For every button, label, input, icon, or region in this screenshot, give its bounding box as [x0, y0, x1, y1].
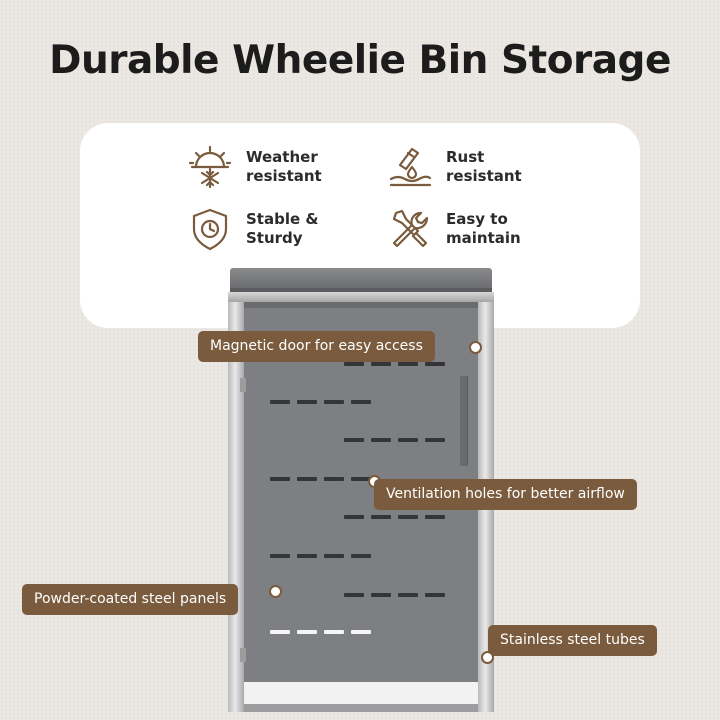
vent-slot-row [270, 554, 378, 558]
hinge [240, 378, 246, 392]
feature-rust-resistant: Rust resistant [388, 145, 556, 189]
bin-lid [230, 268, 492, 288]
bin-lid-edge [230, 288, 492, 292]
vent-slot-row [344, 362, 452, 366]
callout-dot-panels [269, 585, 282, 598]
rust-drop-icon [389, 147, 432, 187]
vent-slot-row [344, 438, 452, 442]
vent-slot-row [270, 630, 378, 634]
hinge [240, 648, 246, 662]
vent-slot-row [270, 400, 378, 404]
door-handle [460, 376, 468, 466]
door-panel-shadow [244, 302, 478, 308]
page-title: Durable Wheelie Bin Storage [49, 38, 671, 83]
sun-snowflake-icon [188, 145, 232, 189]
wrench-screwdriver-icon [392, 209, 429, 248]
vent-slot-row [344, 515, 452, 519]
feature-weather-resistant: Weather resistant [188, 145, 356, 189]
callout-powder-coated: Powder-coated steel panels [22, 584, 239, 615]
feature-label-line2: resistant [446, 167, 522, 185]
feature-label-line2: resistant [246, 167, 322, 185]
feature-label-line2: Sturdy [246, 229, 303, 247]
callout-stainless-tubes: Stainless steel tubes [488, 625, 657, 656]
feature-easy-maintain: Easy to maintain [388, 207, 556, 251]
bin-bottom-gap [244, 682, 478, 704]
shield-clock-icon [192, 208, 228, 251]
vent-slot-row [344, 593, 452, 597]
callout-dot-door [469, 341, 482, 354]
feature-label-line1: Easy to [446, 210, 508, 228]
callout-magnetic-door: Magnetic door for easy access [198, 331, 435, 362]
vent-slot-row [270, 477, 378, 481]
feature-stable-sturdy: Stable & Sturdy [188, 207, 356, 251]
bin-bottom-bar [244, 704, 478, 712]
callout-dot-tubes [481, 651, 494, 664]
callout-ventilation-holes: Ventilation holes for better airflow [374, 479, 637, 510]
feature-label-line1: Weather [246, 148, 318, 166]
steel-tube-top [228, 292, 494, 302]
feature-label-line1: Rust [446, 148, 485, 166]
feature-label-line1: Stable & [246, 210, 319, 228]
feature-label-line2: maintain [446, 229, 521, 247]
